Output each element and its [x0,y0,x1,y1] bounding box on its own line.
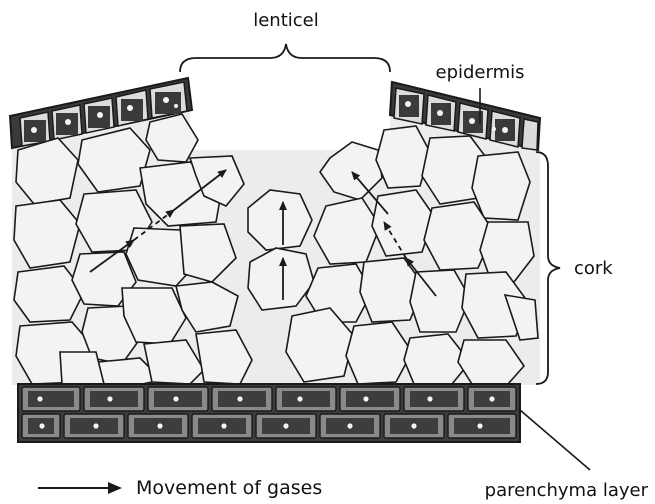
parenchyma-pointer [520,410,590,470]
lenticel-brace [180,44,390,72]
epidermis-label: epidermis [436,62,525,83]
lenticel-label: lenticel [253,10,319,31]
legend-arrow-icon [38,482,122,494]
cork-label: cork [574,258,613,279]
legend-label: Movement of gases [136,477,322,499]
parenchyma-label: parenchyma layer [485,480,649,501]
parenchyma-layer [18,384,520,442]
